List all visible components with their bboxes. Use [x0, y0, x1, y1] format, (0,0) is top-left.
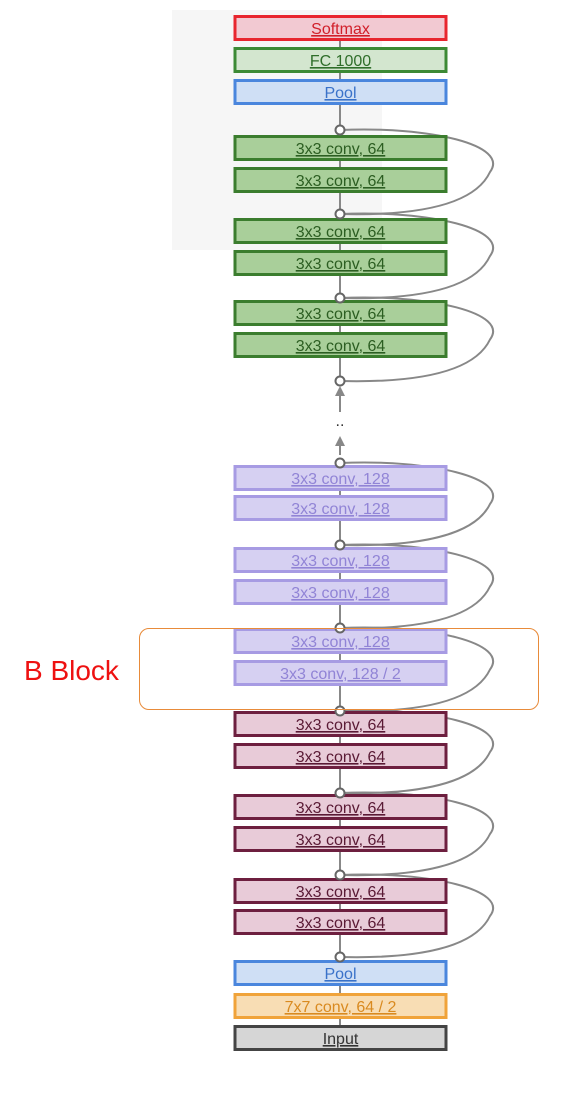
layer-label: 3x3 conv, 64 [296, 749, 386, 766]
layer-rect [233, 1025, 448, 1051]
layer-box: 3x3 conv, 64 [233, 218, 448, 244]
layer-label: 7x7 conv, 64 / 2 [285, 999, 397, 1016]
layer-rect [233, 332, 448, 358]
layer-box: 3x3 conv, 64 [233, 794, 448, 820]
layer-box: Pool [233, 960, 448, 986]
b-block-label: B Block [24, 655, 119, 686]
layer-label: 3x3 conv, 64 [296, 173, 386, 190]
layer-label: Pool [324, 85, 356, 102]
junction-node [334, 208, 346, 220]
junction-node [334, 124, 346, 136]
layer-rect [233, 495, 448, 521]
layer-rect [233, 218, 448, 244]
layer-box: Pool [233, 79, 448, 105]
layer-label: 3x3 conv, 64 [296, 884, 386, 901]
layer-box: 3x3 conv, 128 [233, 547, 448, 573]
layer-label: 3x3 conv, 128 [291, 585, 390, 602]
layer-label: 3x3 conv, 64 [296, 915, 386, 932]
layer-rect [233, 743, 448, 769]
layer-label: 3x3 conv, 128 / 2 [280, 666, 401, 683]
junction-node [334, 705, 346, 717]
junction-node [334, 375, 346, 387]
layer-box: 3x3 conv, 64 [233, 826, 448, 852]
layer-label: FC 1000 [310, 53, 371, 70]
skip-connection-arc [339, 212, 494, 300]
layer-rect [233, 993, 448, 1019]
layer-box: 3x3 conv, 64 [233, 300, 448, 326]
layer-box: 3x3 conv, 64 [233, 878, 448, 904]
layer-box: 7x7 conv, 64 / 2 [233, 993, 448, 1019]
junction-node [334, 951, 346, 963]
layer-rect [233, 660, 448, 686]
layer-label: 3x3 conv, 128 [291, 634, 390, 651]
layer-label: 3x3 conv, 128 [291, 471, 390, 488]
layer-rect [233, 826, 448, 852]
layer-label: 3x3 conv, 128 [291, 553, 390, 570]
layer-box: 3x3 conv, 64 [233, 167, 448, 193]
layer-box: 3x3 conv, 128 [233, 465, 448, 491]
layer-rect [233, 250, 448, 276]
layer-rect [233, 47, 448, 73]
layer-rect [233, 79, 448, 105]
junction-node [334, 869, 346, 881]
layer-box: 3x3 conv, 64 [233, 743, 448, 769]
layer-label: 3x3 conv, 64 [296, 141, 386, 158]
layer-rect [233, 135, 448, 161]
junction-node [334, 292, 346, 304]
layer-box: FC 1000 [233, 47, 448, 73]
layer-rect [233, 15, 448, 41]
layer-box: 3x3 conv, 128 / 2 [233, 660, 448, 686]
junction-node [334, 457, 346, 469]
layer-box: 3x3 conv, 128 [233, 579, 448, 605]
skip-connection-arc [339, 873, 494, 959]
layer-label: 3x3 conv, 64 [296, 256, 386, 273]
skip-connection-arc [339, 128, 494, 216]
layer-box: 3x3 conv, 64 [233, 135, 448, 161]
layer-label: 3x3 conv, 64 [296, 338, 386, 355]
layer-label: 3x3 conv, 64 [296, 306, 386, 323]
ellipsis-text: .. [336, 413, 345, 430]
layer-rect [233, 909, 448, 935]
layer-label: 3x3 conv, 64 [296, 800, 386, 817]
layer-box: Softmax [233, 15, 448, 41]
layer-box: 3x3 conv, 64 [233, 909, 448, 935]
layer-rect [233, 579, 448, 605]
layer-rect [233, 167, 448, 193]
layer-box: 3x3 conv, 64 [233, 250, 448, 276]
layer-box: Input [233, 1025, 448, 1051]
junction-node [334, 539, 346, 551]
layer-label: 3x3 conv, 128 [291, 501, 390, 518]
layer-box: 3x3 conv, 128 [233, 495, 448, 521]
layer-label: 3x3 conv, 64 [296, 717, 386, 734]
layer-label: 3x3 conv, 64 [296, 832, 386, 849]
layer-label: Softmax [311, 21, 370, 38]
arrow-head-icon [335, 436, 345, 446]
junction-node [334, 787, 346, 799]
b-block-highlight [139, 628, 539, 710]
layer-box: 3x3 conv, 128 [233, 628, 448, 654]
layer-box: 3x3 conv, 64 [233, 332, 448, 358]
layer-label: Input [323, 1031, 359, 1048]
layer-label: 3x3 conv, 64 [296, 224, 386, 241]
arrow-head-icon [335, 386, 345, 396]
layer-label: Pool [324, 966, 356, 983]
